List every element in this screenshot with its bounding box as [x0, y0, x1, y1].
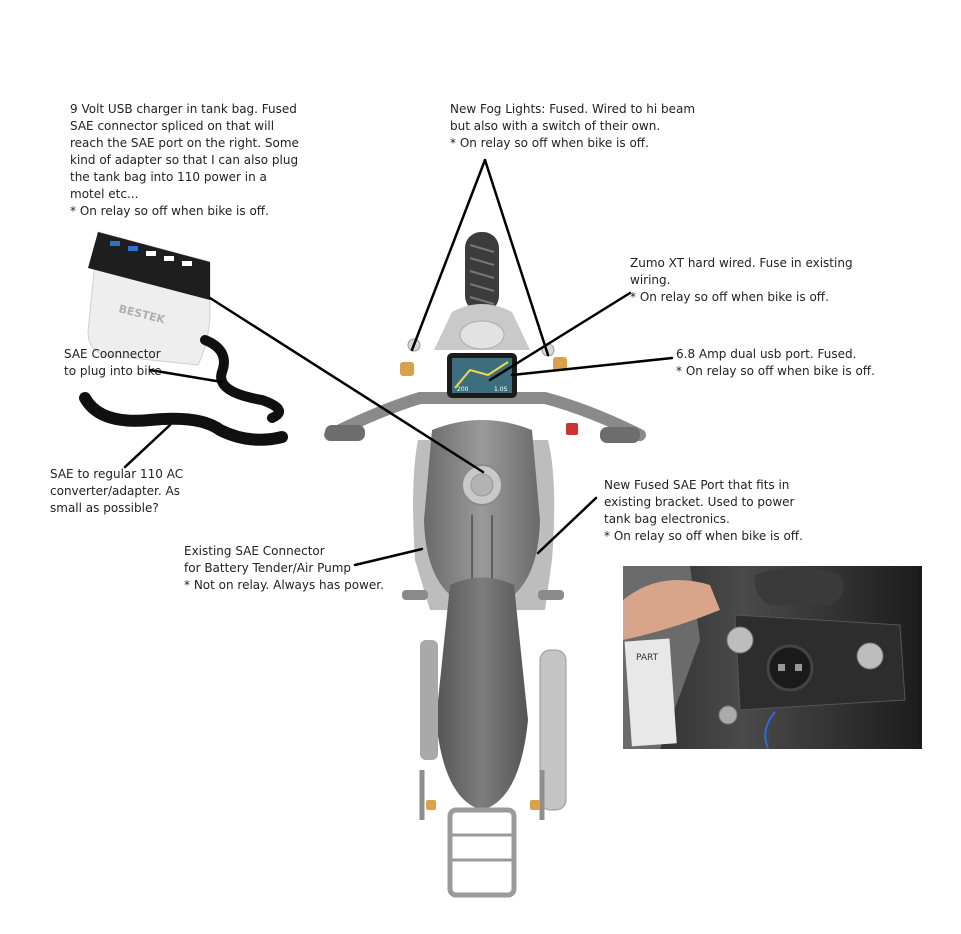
bolt-bottom [718, 705, 738, 725]
usb-ports [146, 251, 192, 266]
left-indicator [400, 362, 414, 376]
sae-cap [754, 567, 844, 605]
left-grip [325, 425, 365, 441]
left-side-panel [420, 640, 438, 760]
tire-tread [469, 244, 495, 305]
headlight [459, 320, 505, 350]
right-indicator [553, 357, 567, 371]
warning-label [624, 638, 677, 747]
tank-stripe [471, 515, 493, 585]
gps-right-value: 1.0S [494, 386, 508, 393]
fog-lights-note: New Fog Lights: Fused. Wired to hi beam … [450, 102, 696, 150]
switch-red [566, 423, 578, 435]
exhaust [539, 649, 567, 811]
right-grip [600, 427, 640, 443]
usb-charger: BESTEK [87, 231, 211, 366]
existing-sae-note: Existing SAE Connector for Battery Tende… [184, 544, 384, 592]
warning-label-text: PART [636, 653, 659, 663]
seat [436, 577, 528, 810]
rear-right-indicator [530, 800, 540, 810]
ac-adapter-cable [79, 392, 288, 446]
sae-connector-note: SAE Coonnector to plug into bike [64, 347, 162, 378]
bolt-right [856, 642, 884, 670]
handlebar [324, 392, 646, 441]
luggage-rack [447, 807, 517, 898]
sae-port-photo: PART [623, 566, 922, 749]
sae-to-ac-note: SAE to regular 110 AC converter/adapter.… [50, 467, 184, 515]
fuel-tank [424, 420, 540, 610]
blue-wire [764, 711, 776, 749]
sae-cable [200, 335, 284, 423]
usb-port-note: 6.8 Amp dual usb port. Fused. * On relay… [676, 347, 875, 378]
left-footpeg [402, 590, 428, 600]
gps-screen [452, 358, 512, 393]
motorcycle: 200 1.0S [324, 232, 646, 898]
callout-lines [123, 158, 674, 567]
rear-left-indicator [426, 800, 436, 810]
new-sae-port-note: New Fused SAE Port that fits in existing… [604, 478, 803, 543]
gps-left-value: 200 [457, 386, 469, 393]
zumo-note: Zumo XT hard wired. Fuse in existing wir… [630, 256, 853, 304]
usb-ports-blue [110, 241, 138, 251]
sae-port-face [766, 644, 814, 692]
rear-rack [419, 770, 545, 820]
right-footpeg [538, 590, 564, 600]
bolt-left [726, 626, 754, 654]
usb-charger-note: 9 Volt USB charger in tank bag. Fused SA… [70, 102, 299, 218]
finger [623, 580, 720, 640]
